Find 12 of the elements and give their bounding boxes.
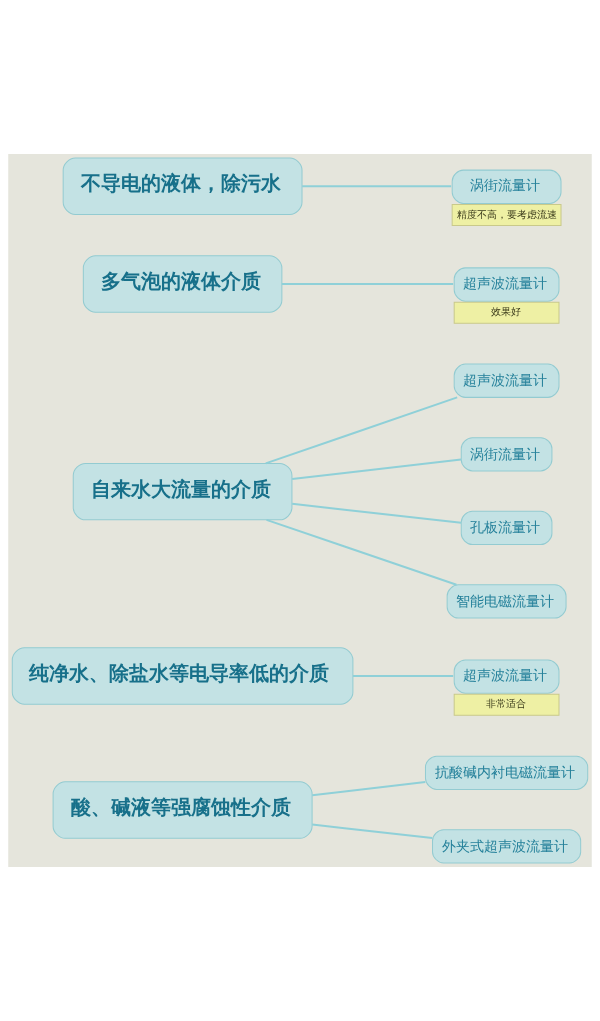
connector — [312, 781, 426, 797]
connector — [281, 283, 454, 285]
connector — [312, 823, 433, 840]
connector — [265, 396, 458, 465]
connector — [352, 675, 454, 678]
node-label: 精度不高，要考虑流速 — [457, 208, 558, 220]
connector — [292, 458, 462, 481]
connector — [292, 502, 462, 524]
connector — [266, 518, 457, 586]
connector — [302, 185, 452, 188]
node-label: 效果好 — [491, 306, 522, 318]
node-label: 非常适合 — [486, 698, 527, 710]
